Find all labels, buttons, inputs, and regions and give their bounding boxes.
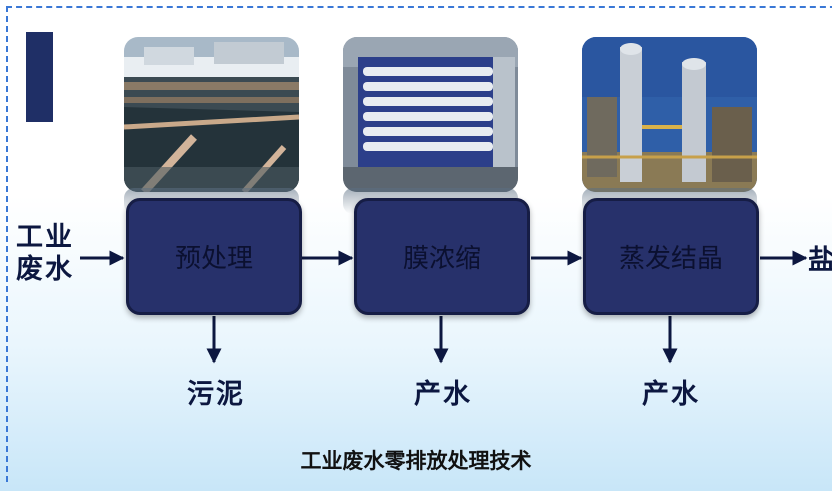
stage-label: 蒸发结晶 [618, 244, 723, 274]
input-label-line2: 废水 [16, 254, 74, 285]
input-label-line1: 工业 [16, 222, 74, 253]
stage-box-membrane: 膜浓缩 [354, 198, 530, 315]
stage-label: 预处理 [174, 244, 253, 274]
stage-box-pretreatment: 预处理 [126, 198, 302, 315]
stage-box-evaporation: 蒸发结晶 [583, 198, 759, 315]
stage2-output-label: 产水 [414, 379, 472, 410]
stage3-output-label: 产水 [642, 379, 700, 410]
sedimentation-tank-photo [124, 37, 299, 192]
evaporation-tower-photo [582, 37, 757, 192]
membrane-system-photo [343, 37, 518, 192]
diagram-caption: 工业废水零排放处理技术 [300, 449, 532, 473]
dashed-frame [6, 6, 832, 482]
input-label: 工业 废水 [16, 222, 78, 286]
stage-label: 膜浓缩 [402, 244, 481, 274]
accent-bar [26, 32, 53, 122]
final-output-label: 盐 [808, 245, 832, 276]
stage1-output-label: 污泥 [187, 379, 245, 410]
